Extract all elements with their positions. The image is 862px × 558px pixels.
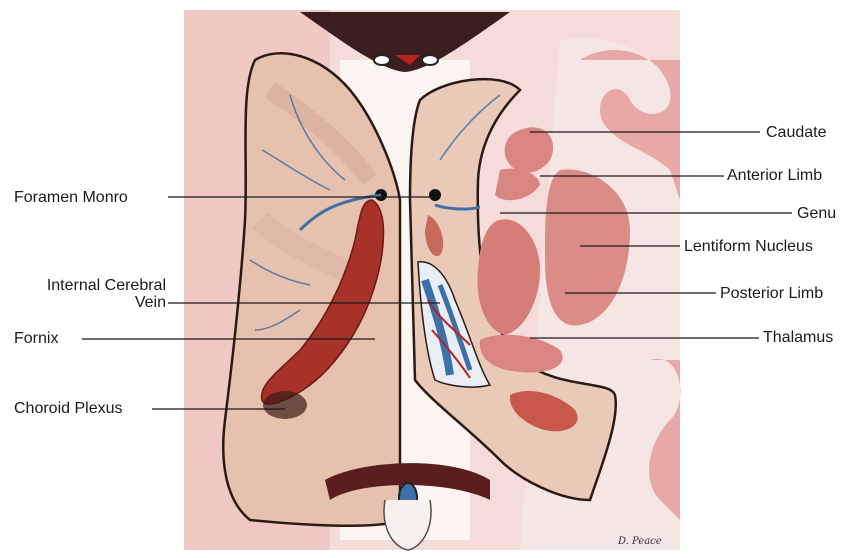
label-foramen-monro: Foramen Monro	[14, 189, 128, 206]
caudate-nucleus	[504, 127, 554, 173]
label-fornix: Fornix	[14, 330, 59, 347]
label-internal-cerebral-line2: Vein	[134, 294, 166, 311]
cortical-gyrus	[580, 50, 680, 200]
label-caudate: Caudate	[766, 124, 827, 141]
thalamus	[479, 334, 563, 373]
top-vessel-left	[373, 54, 391, 66]
choroid-plexus-right-posterior	[509, 390, 578, 432]
label-genu: Genu	[797, 205, 837, 222]
lentiform-nucleus	[545, 169, 630, 326]
label-lentiform-nucleus: Lentiform Nucleus	[684, 238, 813, 255]
label-choroid-plexus: Choroid Plexus	[14, 400, 123, 417]
corpus-callosum-splenium	[325, 463, 490, 500]
top-vessel-right	[421, 54, 439, 66]
foramen-monro-right	[429, 189, 441, 201]
label-anterior-limb: Anterior Limb	[727, 167, 823, 184]
corpus-callosum-top	[300, 12, 510, 72]
cortical-gyrus-lower	[649, 358, 681, 520]
globus-pallidus	[477, 219, 540, 335]
choroid-plexus-right	[425, 215, 444, 256]
label-thalamus: Thalamus	[763, 329, 834, 346]
right-lateral-ventricle	[408, 77, 618, 502]
subependymal-veins	[249, 94, 501, 331]
label-internal-cerebral-vein: Internal Cerebral Vein	[16, 277, 166, 311]
choroid-plexus-left	[260, 199, 385, 405]
label-posterior-limb: Posterior Limb	[720, 285, 824, 302]
label-internal-cerebral-line1: Internal Cerebral	[46, 277, 166, 294]
anterior-limb-region	[495, 168, 540, 201]
artist-signature: D. Peace	[618, 536, 662, 547]
